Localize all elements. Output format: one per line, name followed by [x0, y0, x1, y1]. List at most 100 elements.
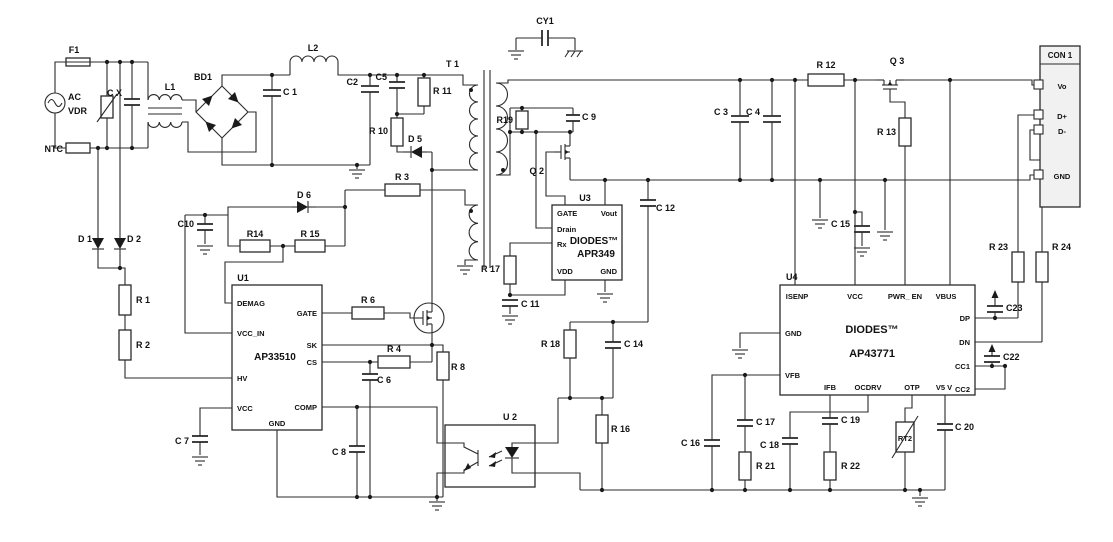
ground-icon	[596, 293, 614, 303]
resistor-r22: R 22	[823, 451, 860, 481]
ground-icon	[507, 50, 525, 60]
pin-label: GND	[269, 419, 286, 428]
resistor-r10: R 10	[369, 117, 404, 147]
choke-l1: L1	[147, 82, 183, 128]
l2-label: L2	[308, 43, 319, 53]
resistor-r4: R 4	[377, 344, 411, 369]
diode-d1: D 1	[78, 231, 105, 257]
r12-label: R 12	[816, 60, 835, 70]
c15-label: C 15	[831, 219, 850, 229]
cap-c6: C 6	[362, 373, 391, 385]
pin-label: D-	[1058, 127, 1066, 136]
pin-label: CS	[307, 358, 317, 367]
pin-label: IFB	[824, 383, 837, 392]
pin-label: Vo	[1057, 82, 1066, 91]
ground-icon	[853, 247, 871, 257]
c14-label: C 14	[624, 339, 643, 349]
pin-label: Rx	[557, 240, 567, 249]
ac-source: AC	[44, 92, 81, 114]
bd1-label: BD1	[194, 72, 212, 82]
r15-label: R 15	[300, 229, 319, 239]
thermistor-rt2: RT2	[891, 415, 919, 459]
ground-icon	[196, 245, 214, 255]
pin-label: HV	[237, 374, 247, 383]
pin-label: GATE	[297, 309, 317, 318]
r6-label: R 6	[361, 295, 375, 305]
pin-label: GND	[600, 267, 617, 276]
diode-d5: D 5	[402, 134, 428, 159]
r23-label: R 23	[989, 242, 1008, 252]
c12-label: C 12	[656, 203, 675, 213]
resistor-r17: R 17	[481, 255, 517, 285]
c6-label: C 6	[377, 375, 391, 385]
u3-part-label: APR349	[577, 249, 615, 260]
c2-label: C2	[346, 77, 358, 87]
r17-label: R 17	[481, 264, 500, 274]
cap-c19: C 19	[822, 415, 860, 425]
resistor-r13: R 13	[877, 117, 912, 147]
pin-label: ISENP	[786, 292, 809, 301]
pin-label: GND	[1054, 172, 1071, 181]
r4-label: R 4	[387, 344, 401, 354]
f1-label: F1	[69, 45, 80, 55]
cap-c18: C 18	[760, 437, 798, 450]
ground-icon	[428, 501, 446, 511]
pin-label: GND	[785, 329, 802, 338]
cap-c14: C 14	[605, 339, 643, 349]
ic-u3: U3 GATE Vout Drain Rx DIODES™ APR349 VDD…	[551, 193, 623, 281]
cap-c12: C 12	[640, 199, 675, 213]
u1-part-label: AP33510	[254, 352, 296, 363]
d2-label: D 2	[127, 234, 141, 244]
u4-brand-label: DIODES™	[845, 324, 898, 336]
varistor-vdr: VDR	[68, 93, 118, 123]
diode-d2: D 2	[113, 231, 141, 257]
c22-label: C22	[1003, 352, 1020, 362]
c1-label: C 1	[283, 87, 297, 97]
resistor-r3: R 3	[384, 172, 421, 197]
ground-icon	[501, 315, 519, 325]
cap-c5: C5	[375, 72, 405, 89]
r19-label: R19	[496, 115, 513, 125]
cap-c23: C23	[987, 290, 1023, 313]
resistor-r14: R14	[239, 229, 271, 253]
pin-label: OCDRV	[855, 383, 882, 392]
junction-dots	[95, 59, 1008, 500]
pin-label: VFB	[785, 371, 801, 380]
ground-icon	[876, 231, 894, 241]
c10-label: C10	[177, 219, 194, 229]
r21-label: R 21	[756, 461, 775, 471]
r16-label: R 16	[611, 424, 630, 434]
pin-label: GATE	[557, 209, 577, 218]
ac-label: AC	[68, 92, 81, 102]
cap-c9: C 9	[566, 112, 596, 122]
r13-label: R 13	[877, 127, 896, 137]
u1-ref-label: U1	[237, 273, 249, 283]
r8-label: R 8	[451, 362, 465, 372]
c16-label: C 16	[681, 438, 700, 448]
ground-icon	[348, 169, 366, 179]
resistor-r21: R 21	[738, 451, 775, 481]
d1-label: D 1	[78, 234, 92, 244]
u2-label: U 2	[503, 412, 517, 422]
d6-label: D 6	[297, 190, 311, 200]
c8-label: C 8	[332, 447, 346, 457]
t1-label: T 1	[446, 59, 459, 69]
pin-label: VCC	[237, 404, 253, 413]
pin-label: VCC	[847, 292, 863, 301]
r11-label: R 11	[433, 86, 452, 96]
connector-con1: CON 1 Vo D+ D- GND	[1033, 45, 1081, 208]
cap-c20: C 20	[937, 422, 974, 432]
resistor-r18: R 18	[541, 329, 577, 359]
fuse-f1: F1	[65, 45, 91, 67]
cap-c4: C 4	[746, 107, 781, 123]
pin-label: DP	[960, 314, 970, 323]
pin-label: Vout	[601, 209, 618, 218]
ic-u4: U4 DIODES™ AP43771 ISENP VCC PWR_ EN VBU…	[779, 272, 976, 396]
cap-c1: C 1	[263, 87, 297, 97]
pin-label: CC2	[955, 385, 970, 394]
pin-label: VBUS	[936, 292, 957, 301]
cap-c2: C2	[346, 77, 379, 93]
q2-label: Q 2	[529, 166, 544, 176]
cap-c3: C 3	[714, 107, 749, 123]
